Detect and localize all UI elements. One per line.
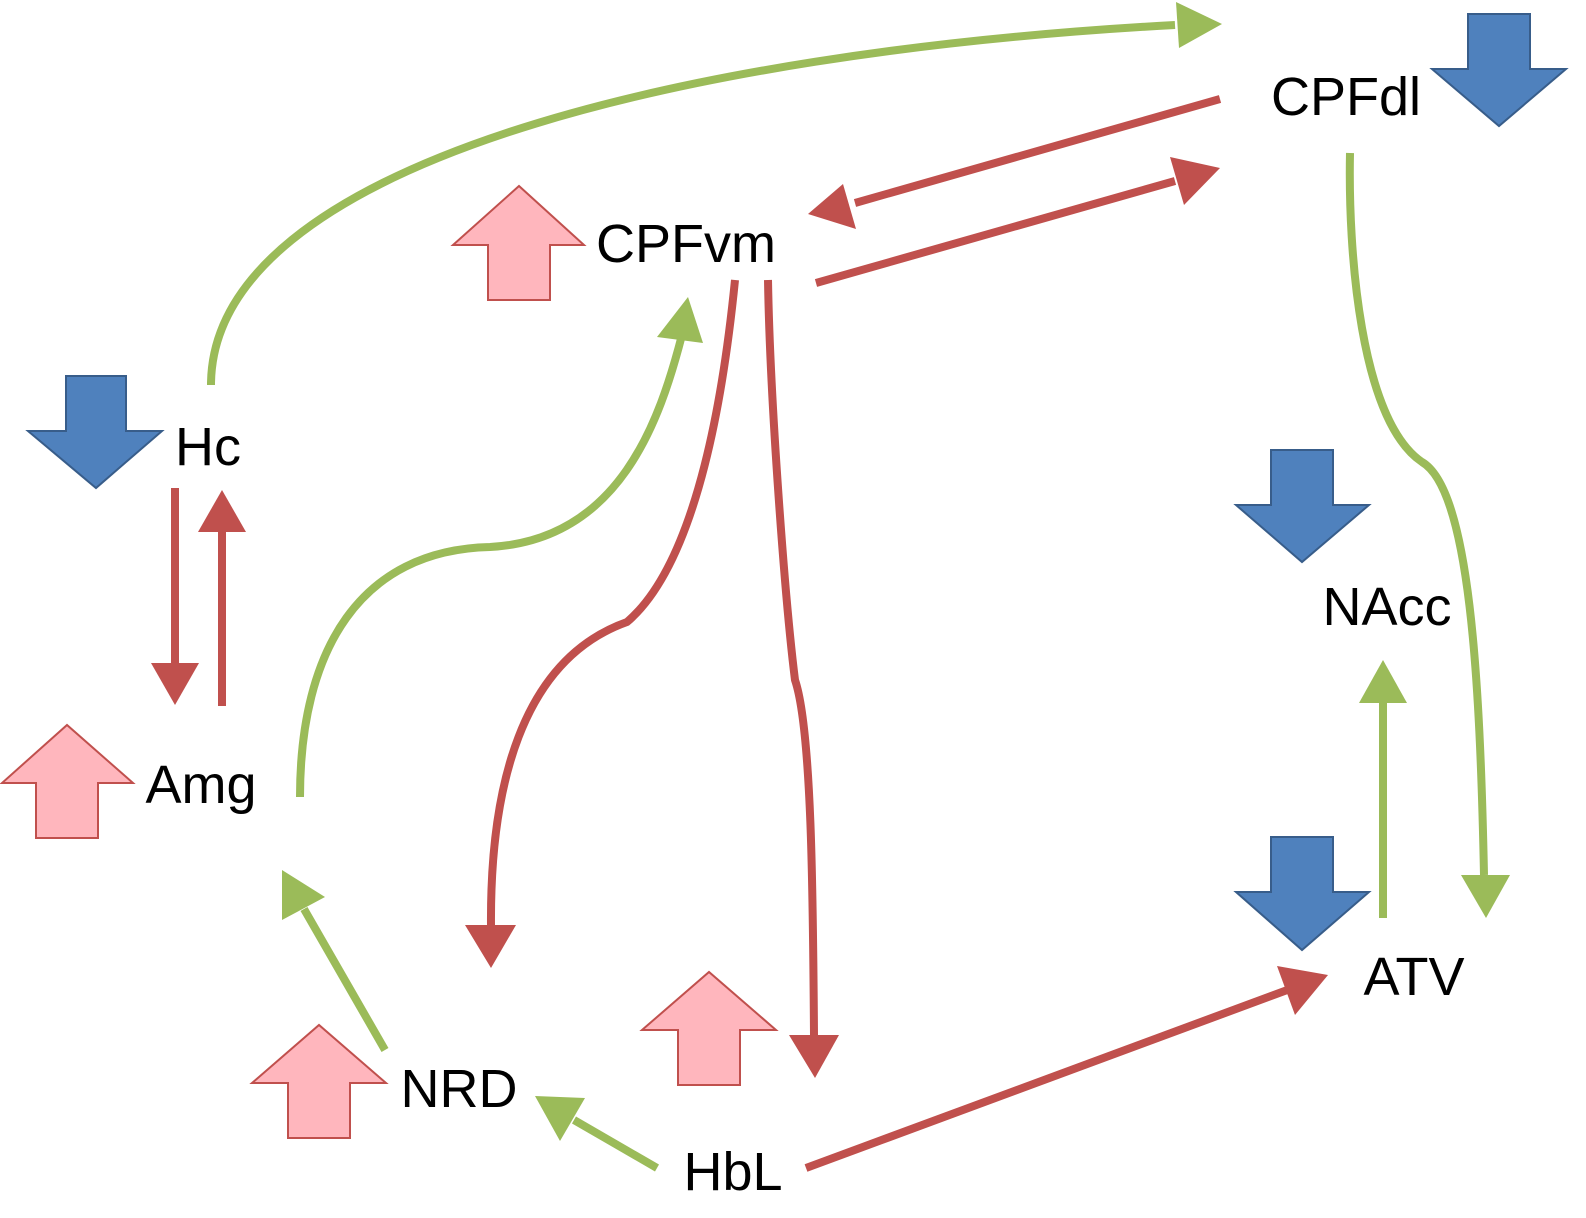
atv-decrease-arrow-icon bbox=[1233, 836, 1372, 952]
connection-cpfdl-to-atv bbox=[1345, 152, 1488, 876]
arrowhead-amg-to-cpfvm bbox=[657, 297, 703, 343]
connection-nrd-to-amg bbox=[300, 907, 389, 1052]
node-label-hc: Hc bbox=[175, 417, 241, 477]
node-label-nacc: NAcc bbox=[1322, 577, 1451, 637]
cpfdl-decrease-arrow-icon bbox=[1429, 13, 1569, 128]
arrowhead-cpfdl-to-atv bbox=[1461, 875, 1510, 918]
node-label-atv: ATV bbox=[1363, 947, 1464, 1007]
amg-increase-arrow-icon bbox=[0, 723, 136, 839]
node-label-amg: Amg bbox=[145, 755, 256, 815]
arrowhead-nrd-to-amg bbox=[282, 870, 325, 920]
connection-hbl-to-nrd bbox=[571, 1116, 660, 1172]
arrowhead-hc-to-amg bbox=[151, 663, 199, 705]
nrd-increase-arrow-icon bbox=[249, 1023, 389, 1139]
arrowhead-cpfvm-to-nrd bbox=[465, 925, 516, 968]
cpfvm-increase-arrow-icon bbox=[450, 184, 587, 301]
connection-amg-to-cpfvm bbox=[296, 333, 686, 798]
connection-cpfdl-to-cpfvm bbox=[853, 95, 1222, 207]
hc-decrease-arrow-icon bbox=[25, 375, 165, 490]
arrowhead-hbl-to-nrd bbox=[535, 1096, 585, 1141]
arrowhead-cpfvm-to-hbl bbox=[789, 1035, 839, 1078]
connection-hc-to-cpfdl bbox=[207, 21, 1176, 386]
connection-cpfvm-to-cpfdl bbox=[814, 177, 1177, 287]
arrowhead-atv-to-nacc bbox=[1359, 660, 1407, 703]
node-label-cpfdl: CPFdl bbox=[1271, 67, 1421, 127]
hbl-increase-arrow-icon bbox=[639, 970, 779, 1086]
connection-cpfvm-to-hbl bbox=[764, 279, 818, 1036]
node-label-nrd: NRD bbox=[401, 1059, 518, 1119]
arrowhead-hbl-to-atv bbox=[1277, 966, 1328, 1015]
arrowhead-hc-to-cpfdl bbox=[1176, 2, 1222, 48]
connection-cpfvm-to-nrd bbox=[486, 279, 739, 926]
arrowhead-cpfdl-to-cpfvm bbox=[808, 184, 856, 229]
node-label-cpfvm: CPFvm bbox=[596, 214, 776, 274]
nacc-decrease-arrow-icon bbox=[1233, 449, 1372, 564]
arrowhead-cpfvm-to-cpfdl bbox=[1170, 157, 1220, 205]
connection-hbl-to-atv bbox=[804, 985, 1292, 1172]
node-label-hbl: HbL bbox=[683, 1142, 782, 1202]
arrowhead-amg-to-hc bbox=[198, 490, 246, 532]
